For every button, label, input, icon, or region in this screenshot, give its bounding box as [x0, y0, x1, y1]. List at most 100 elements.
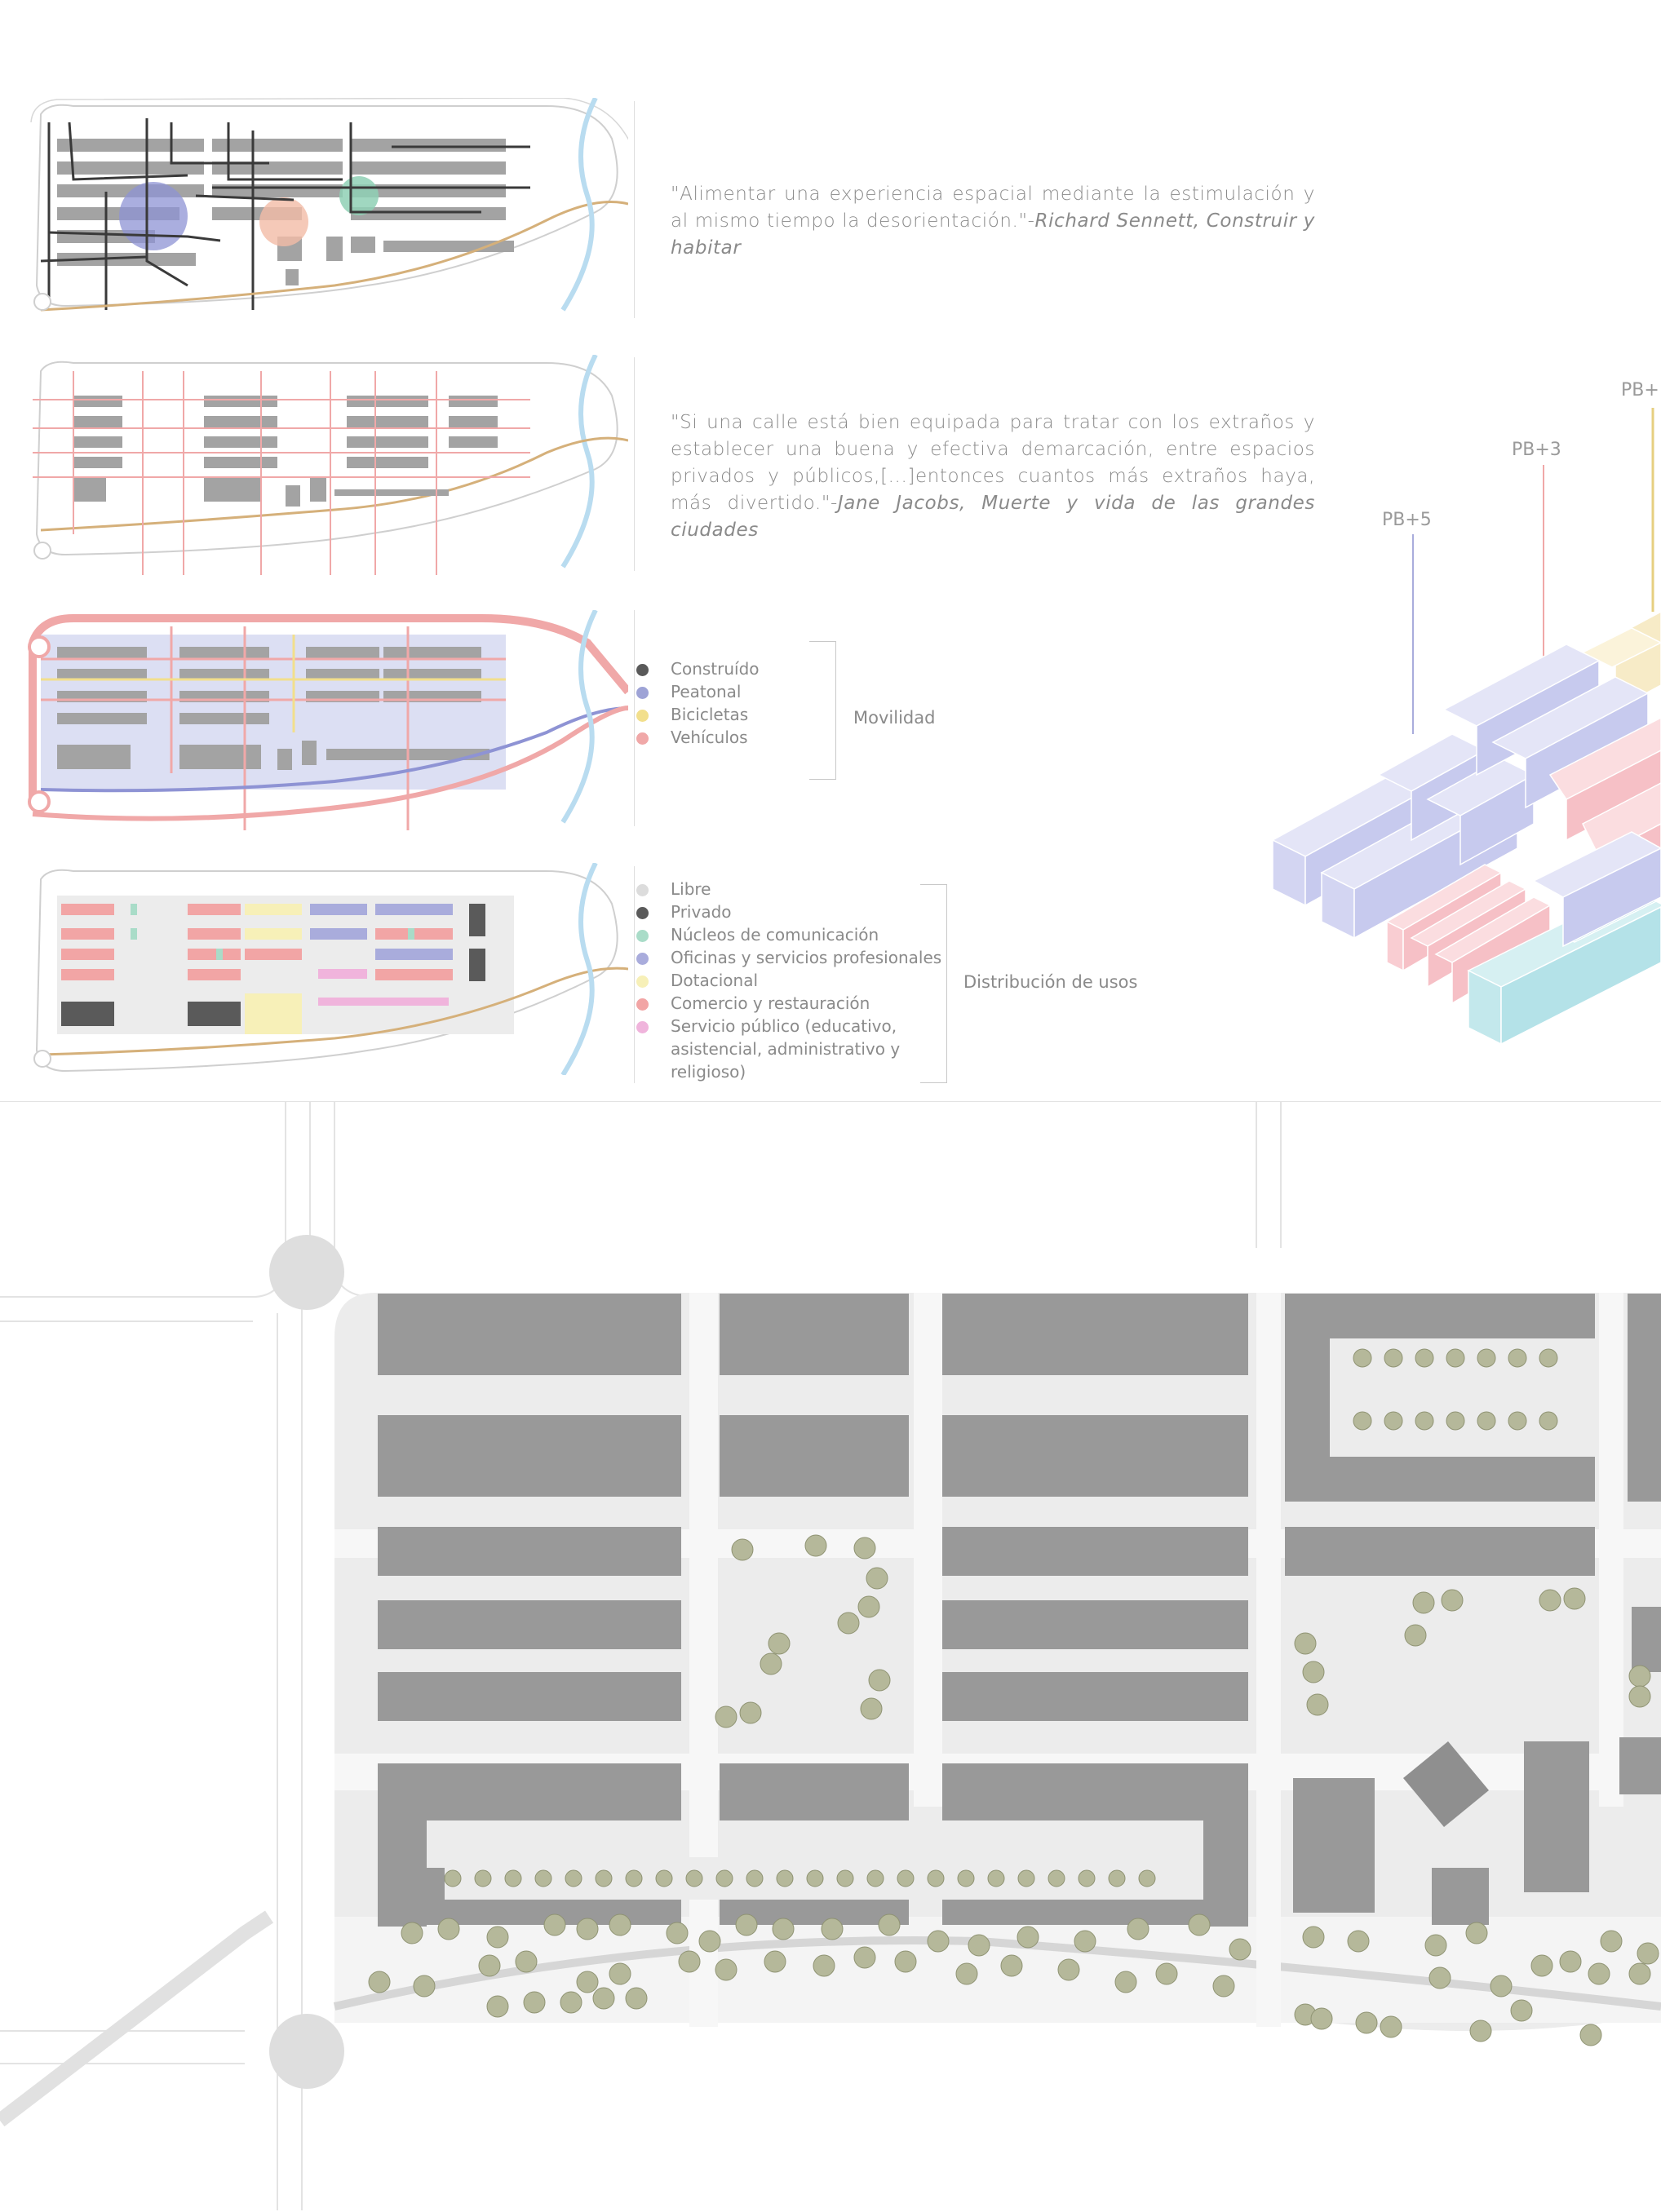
separator-2: [634, 357, 635, 571]
diagram-mobility-map: [28, 610, 628, 830]
vehicle-swatch: [636, 732, 649, 745]
tree-icon: [735, 1913, 758, 1936]
legend-label: Peatonal: [671, 682, 742, 701]
height-label-pb5: PB+5: [1382, 510, 1432, 530]
tree-icon: [1114, 1971, 1137, 1993]
tree-icon: [1384, 1348, 1403, 1368]
tree-icon: [1155, 1962, 1178, 1985]
tree-icon: [698, 1930, 721, 1953]
legend-label: Bicicletas: [671, 705, 749, 724]
tree-icon: [1415, 1348, 1434, 1368]
legend-uses-bracket: [920, 884, 947, 1083]
diagram-uses-map: [33, 863, 628, 1075]
tree-icon: [813, 1954, 835, 1977]
tree-icon: [739, 1701, 762, 1724]
tree-icon: [1424, 1934, 1447, 1957]
separator-4: [634, 866, 635, 1083]
legend-uses-item: Dotacional: [636, 969, 955, 992]
tree-icon: [1508, 1411, 1527, 1431]
tree-icon: [1017, 1869, 1035, 1887]
height-label-partial: PB+: [1621, 380, 1659, 400]
tree-icon: [1477, 1411, 1496, 1431]
tree-icon: [1412, 1591, 1435, 1614]
tree-icon: [1490, 1975, 1513, 1997]
tree-icon: [1108, 1869, 1126, 1887]
legend-label: Oficinas y servicios profesionales: [671, 948, 942, 967]
bike-swatch: [636, 710, 649, 722]
tree-icon: [560, 1991, 582, 2014]
tree-icon: [1539, 1589, 1561, 1612]
tree-icon: [1310, 2007, 1333, 2030]
legend-label: Privado: [671, 902, 732, 922]
tree-icon: [1057, 1958, 1080, 1981]
tree-icon: [444, 1869, 462, 1887]
tree-icon: [1539, 1348, 1558, 1368]
tree-icon: [1530, 1954, 1553, 1977]
tree-icon: [1302, 1926, 1325, 1949]
tree-icon: [655, 1869, 673, 1887]
tree-icon: [804, 1534, 827, 1557]
legend-label: Libre: [671, 879, 711, 899]
tree-icon: [1446, 1411, 1465, 1431]
quote-sennett-author: Richard Sennett, Construir y habitar: [671, 210, 1315, 259]
quote-jacobs: "Si una calle está bien equipada para tr…: [671, 409, 1315, 544]
tree-icon: [821, 1918, 844, 1940]
legend-uses-item: Privado: [636, 900, 955, 923]
tree-icon: [1355, 2011, 1378, 2034]
tree-icon: [853, 1537, 876, 1559]
tree-icon: [860, 1697, 883, 1720]
tree-icon: [776, 1869, 794, 1887]
tree-icon: [957, 1869, 975, 1887]
tree-icon: [760, 1652, 782, 1675]
tree-icon: [474, 1869, 492, 1887]
legend-mobility: Construído Peatonal Bicicletas Vehículos: [636, 657, 760, 749]
tree-icon: [715, 1869, 733, 1887]
quote-sennett-text: "Alimentar una experiencia espacial medi…: [671, 184, 1315, 232]
tree-icon: [504, 1869, 522, 1887]
tree-icon: [666, 1922, 689, 1944]
tree-icon: [955, 1962, 978, 1985]
tree-icon: [715, 1705, 737, 1728]
tree-icon: [1628, 1962, 1651, 1985]
legend-label: Vehículos: [671, 728, 748, 747]
legend-mobility-item: Peatonal: [636, 680, 760, 703]
legend-label: Servicio público (educativo, asistencial…: [671, 1016, 901, 1082]
tree-icon: [1588, 1962, 1610, 1985]
tree-icon: [1628, 1685, 1651, 1708]
tree-icon: [523, 1991, 546, 2014]
axonometric-view: [1271, 408, 1661, 1046]
tree-icon: [1048, 1869, 1065, 1887]
tree-icon: [866, 1567, 888, 1590]
tree-icon: [731, 1538, 754, 1561]
tree-icon: [413, 1975, 436, 1997]
diagram-circulation-map: [30, 98, 628, 312]
tree-icon: [609, 1913, 631, 1936]
legend-label: Construído: [671, 659, 760, 679]
legend-mobility-item: Construído: [636, 657, 760, 680]
tree-icon: [368, 1971, 391, 1993]
tree-icon: [1428, 1966, 1451, 1989]
tree-icon: [543, 1913, 566, 1936]
tree-icon: [836, 1869, 854, 1887]
tree-icon: [565, 1869, 582, 1887]
tree-icon: [772, 1918, 795, 1940]
tree-icon: [1138, 1869, 1156, 1887]
tree-icon: [1000, 1954, 1023, 1977]
tree-icon: [1508, 1348, 1527, 1368]
tree-icon: [678, 1950, 701, 1973]
tree-icon: [866, 1869, 884, 1887]
legend-mobility-item: Bicicletas: [636, 703, 760, 726]
tree-icon: [1353, 1348, 1372, 1368]
tree-icon: [486, 1995, 509, 2018]
tree-icon: [1404, 1624, 1427, 1647]
tree-icon: [1441, 1589, 1464, 1612]
tree-icon: [746, 1869, 764, 1887]
tree-icon: [897, 1869, 915, 1887]
offices-swatch: [636, 953, 649, 965]
quote-jacobs-text: "Si una calle está bien equipada para tr…: [671, 412, 1315, 514]
tree-icon: [625, 1869, 643, 1887]
tree-icon: [1306, 1693, 1329, 1716]
site-plan: [0, 1101, 1661, 2210]
height-label-pb3: PB+3: [1512, 440, 1561, 460]
legend-mobility-bracket: [809, 641, 836, 780]
